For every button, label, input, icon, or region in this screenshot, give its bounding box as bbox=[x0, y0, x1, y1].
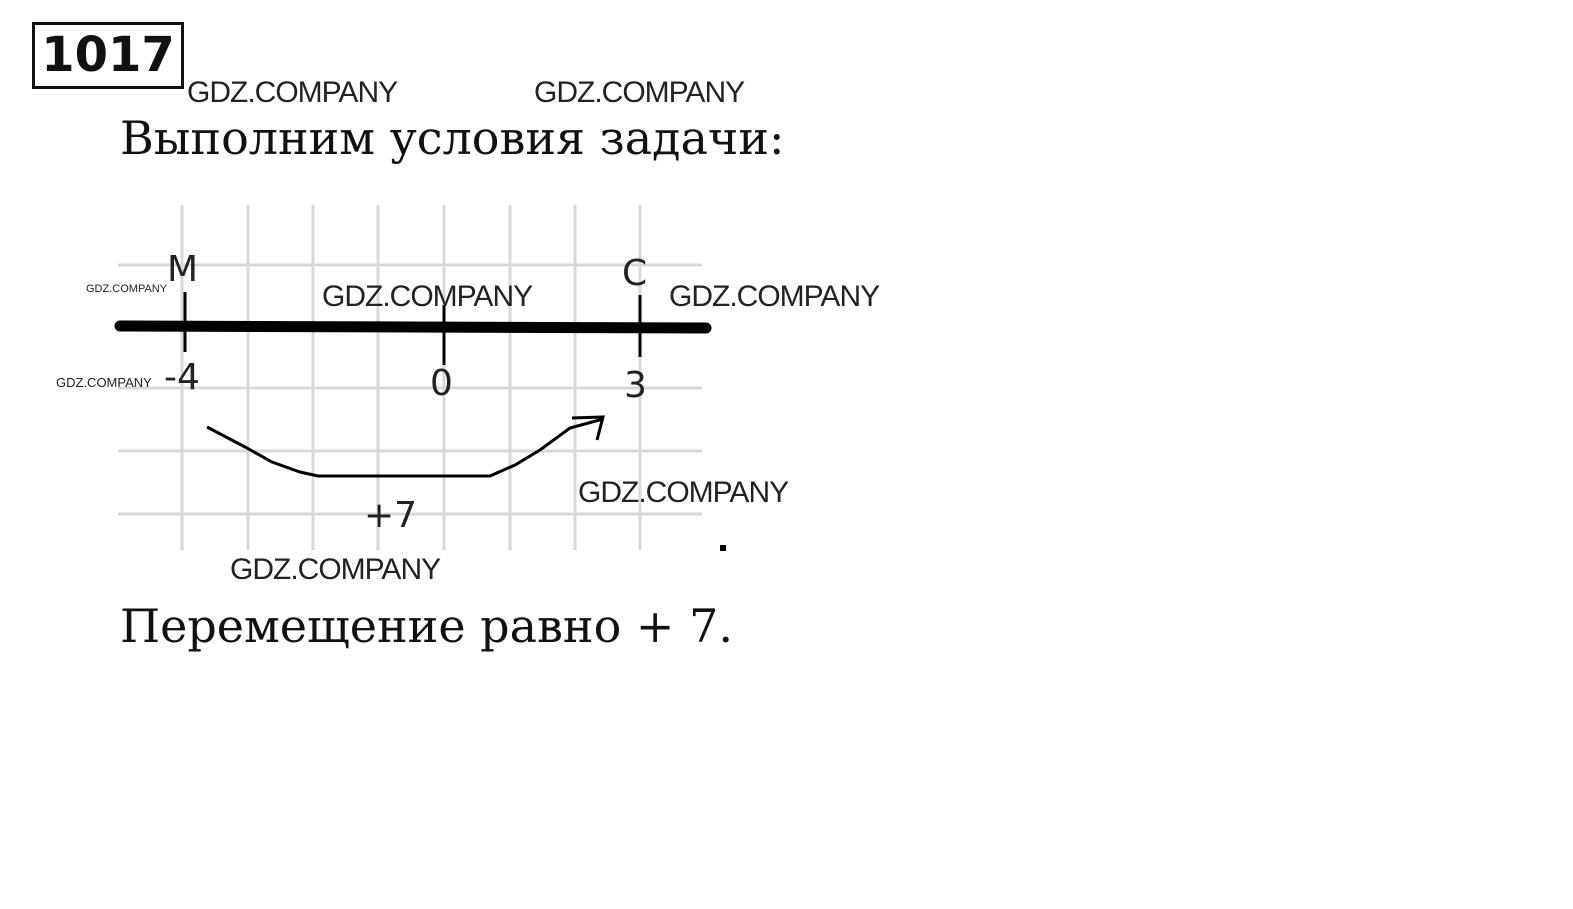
point-label-c: C bbox=[622, 253, 648, 294]
point-label-m: M bbox=[167, 249, 199, 290]
move-label: +7 bbox=[364, 495, 418, 536]
watermark: GDZ.COMPANY bbox=[669, 280, 880, 313]
watermark: GDZ.COMPANY bbox=[534, 76, 745, 109]
watermark: GDZ.COMPANY bbox=[56, 375, 152, 390]
watermark: GDZ.COMPANY bbox=[322, 280, 533, 313]
conclusion: Перемещение равно + 7. bbox=[120, 599, 733, 653]
tick-label-3: 3 bbox=[624, 365, 647, 406]
tick-label-minus4: -4 bbox=[164, 357, 200, 398]
grid bbox=[118, 205, 702, 550]
heading: Выполним условия задачи: bbox=[120, 111, 785, 165]
ticks bbox=[183, 292, 642, 365]
dot bbox=[720, 545, 726, 551]
watermark: GDZ.COMPANY bbox=[230, 553, 441, 586]
problem-number: 1017 bbox=[32, 22, 184, 89]
number-axis bbox=[114, 320, 712, 334]
watermark: GDZ.COMPANY bbox=[187, 76, 398, 109]
arrowhead-icon bbox=[571, 415, 605, 441]
watermark: GDZ.COMPANY bbox=[86, 283, 168, 295]
move-arrow bbox=[206, 417, 604, 478]
tick-label-0: 0 bbox=[430, 363, 453, 404]
watermark: GDZ.COMPANY bbox=[578, 476, 789, 509]
